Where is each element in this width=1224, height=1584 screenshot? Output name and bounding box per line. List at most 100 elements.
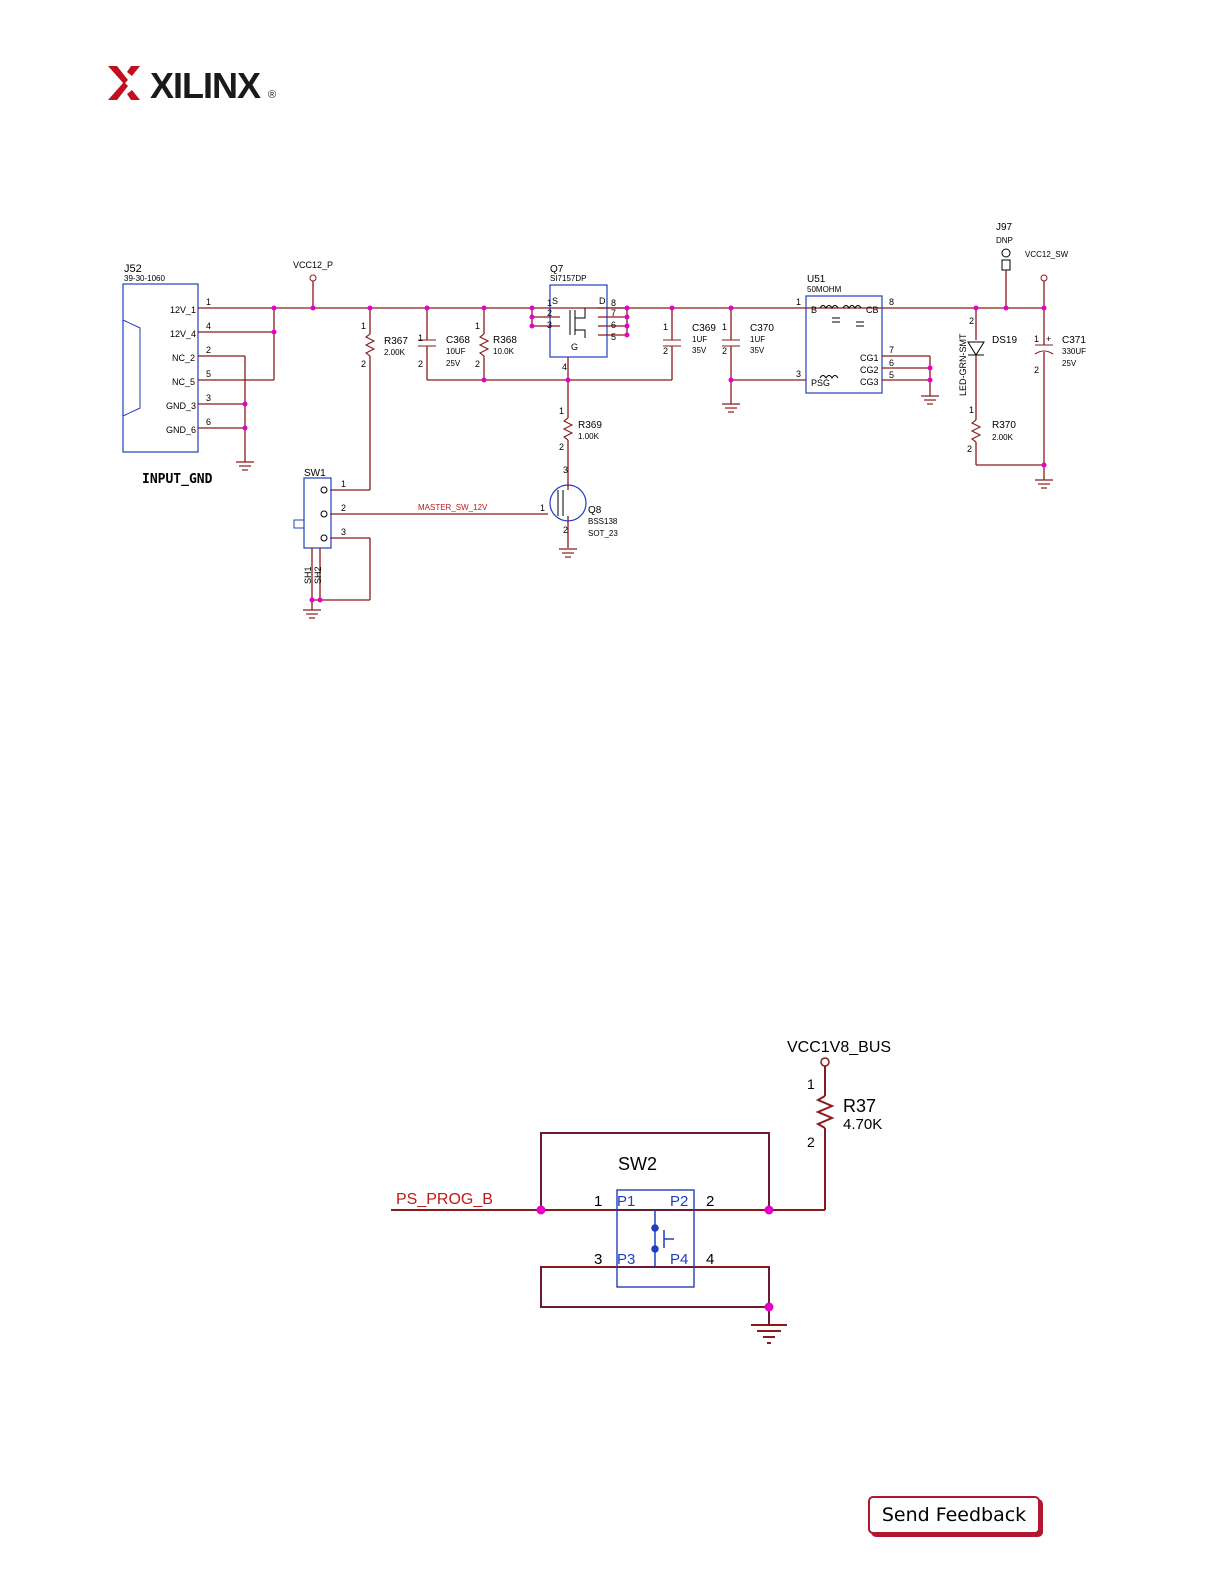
- schematic-label: 2: [722, 346, 727, 356]
- schematic-label: 1: [341, 479, 346, 489]
- sw2-ref: SW2: [618, 1154, 657, 1174]
- capacitor-c368: 1 2 C368 10UF 25V: [418, 308, 470, 380]
- schematic-label: 1: [559, 406, 564, 416]
- schematic-label: 1.00K: [578, 432, 600, 441]
- inductor-icon: [819, 305, 864, 379]
- schematic-label: 25V: [1062, 359, 1077, 368]
- schematic-label: 2: [559, 442, 564, 452]
- connector-j52: J52 39-30-1060 12V_1 12V_4 NC_2 NC_5 GND…: [122, 263, 213, 487]
- schematic-label: C371: [1062, 335, 1086, 346]
- j52-pin-12v4: 12V_4: [170, 329, 196, 339]
- resistor-r369: 1 2 R369 1.00K: [559, 380, 602, 480]
- capacitor-c371: 1 + 2 C371 330UF 25V: [1034, 308, 1086, 489]
- schematic-label: 3: [796, 369, 801, 379]
- input-gnd-label: INPUT_GND: [142, 472, 213, 487]
- r367-ref: R367: [384, 336, 408, 347]
- pushbutton-icon: [651, 1210, 674, 1267]
- schematic-label: 2: [706, 1193, 714, 1210]
- schematic-label: 50MOHM: [807, 285, 842, 294]
- vcc12-p-label: VCC12_P: [293, 260, 333, 270]
- led-ds19: 2 1 DS19 LED-GRN-SMT 2 R370 2.00K: [958, 308, 1044, 466]
- schematic-label: 2: [807, 1134, 815, 1150]
- schematic-label: 8: [889, 297, 894, 307]
- schematic-label: 1: [807, 1076, 815, 1092]
- j52-ref: J52: [124, 263, 142, 275]
- power-schematic: J52 39-30-1060 12V_1 12V_4 NC_2 NC_5 GND…: [122, 222, 1086, 619]
- schematic-label: Q8: [588, 505, 602, 516]
- vcc12-sw-label: VCC12_SW: [1025, 250, 1069, 259]
- schematic-label: CG3: [860, 377, 879, 387]
- j52-pin-nc2: NC_2: [172, 353, 195, 363]
- junction-dots: [242, 305, 1047, 603]
- j52-shape: [122, 319, 141, 417]
- schematic-label: P2: [670, 1193, 688, 1210]
- j52-pin-12v1: 12V_1: [170, 305, 196, 315]
- schematic-label: 4: [562, 362, 567, 372]
- ps-prog-b-label: PS_PROG_B: [396, 1191, 493, 1208]
- send-feedback-button[interactable]: Send Feedback: [868, 1496, 1040, 1534]
- brand-registered: ®: [268, 89, 276, 101]
- schematic-label: P4: [670, 1251, 688, 1268]
- j52-num-6: 6: [206, 417, 211, 427]
- r368-value: 10.0K: [493, 347, 515, 356]
- mosfet-q7: Q7 SI7157DP 1 2 3 8 7 6 5 4 S D G: [531, 264, 628, 380]
- c368-volt: 25V: [446, 359, 461, 368]
- schematic-label: R369: [578, 420, 602, 431]
- brand-name: XILINX: [150, 65, 261, 104]
- schematic-label: S: [552, 296, 558, 306]
- j52-num-3: 3: [206, 393, 211, 403]
- capacitor-c370: 1 2 C370 1UF 35V: [722, 308, 806, 413]
- j52-pin-gnd6: GND_6: [166, 425, 196, 435]
- schematic-label: 6: [611, 320, 616, 330]
- schematic-label: 4: [706, 1251, 714, 1268]
- master-sw-net-label: MASTER_SW_12V: [418, 503, 488, 512]
- ground-icon: [236, 461, 254, 471]
- ic-u51: U51 50MOHM B CB PSG CG1 CG2 CG3 1 3 8 7 …: [796, 274, 939, 405]
- j52-body: [122, 283, 199, 453]
- prog-schematic: VCC1V8_BUS 1 2 R37 4.70K PS_PROG_B SW2 P…: [391, 1039, 891, 1344]
- schematic-label: 8: [611, 298, 616, 308]
- schematic-label: D: [599, 296, 606, 306]
- r37-value: 4.70K: [843, 1116, 882, 1133]
- schematic-label: SOT_23: [588, 529, 618, 538]
- j52-num-1: 1: [206, 297, 211, 307]
- schematic-label: 1: [418, 333, 423, 343]
- schematic-label: CB: [866, 305, 879, 315]
- vcc1v8-label: VCC1V8_BUS: [787, 1039, 891, 1056]
- switch-sw1: SW1 1 2 3 SH1 SH2 MASTER_SW_12V: [293, 468, 548, 619]
- schematic-label: J97: [996, 222, 1013, 233]
- schematic-label: 3: [594, 1251, 602, 1268]
- schematic-label: SW1: [304, 468, 326, 479]
- schematic-label: 1: [547, 298, 552, 308]
- junction-dots: [536, 1205, 774, 1312]
- schematic-label: 1UF: [750, 335, 765, 344]
- schematic-label: 2: [969, 316, 974, 326]
- j52-pin-gnd3: GND_3: [166, 401, 196, 411]
- schematic-label: 1: [361, 321, 366, 331]
- schematic-label: Q7: [550, 264, 564, 275]
- schematic-label: SI7157DP: [550, 274, 586, 283]
- schematic-label: CG2: [860, 365, 879, 375]
- ground-icon: [1035, 479, 1053, 489]
- ground-icon: [559, 548, 577, 558]
- schematic-label: SH1: [303, 566, 313, 584]
- j52-pin-labels: 12V_1 12V_4 NC_2 NC_5 GND_3 GND_6 1 4 2 …: [166, 297, 211, 435]
- schematic-label: 6: [889, 358, 894, 368]
- schematic-label: P3: [617, 1251, 635, 1268]
- schematic-label: R370: [992, 420, 1016, 431]
- switch-sw2: SW2 P1 P2 P3 P4 1 2 3 4: [594, 1154, 714, 1288]
- schematic-label: 2: [361, 359, 366, 369]
- schematic-label: 35V: [692, 346, 707, 355]
- schematic-label: 1UF: [692, 335, 707, 344]
- schematic-label: CG1: [860, 353, 879, 363]
- schematic-label: 3: [547, 320, 552, 330]
- schematic-label: DNP: [996, 236, 1013, 245]
- schematic-label: 1: [594, 1193, 602, 1210]
- schematic-label: 2: [967, 444, 972, 454]
- schematic-label: 2: [563, 525, 568, 535]
- jumper-j97: J97 DNP VCC12_SW: [996, 222, 1069, 308]
- schematic-label: U51: [807, 274, 826, 285]
- schematic-label: 2: [418, 359, 423, 369]
- schematic-label: BSS138: [588, 517, 618, 526]
